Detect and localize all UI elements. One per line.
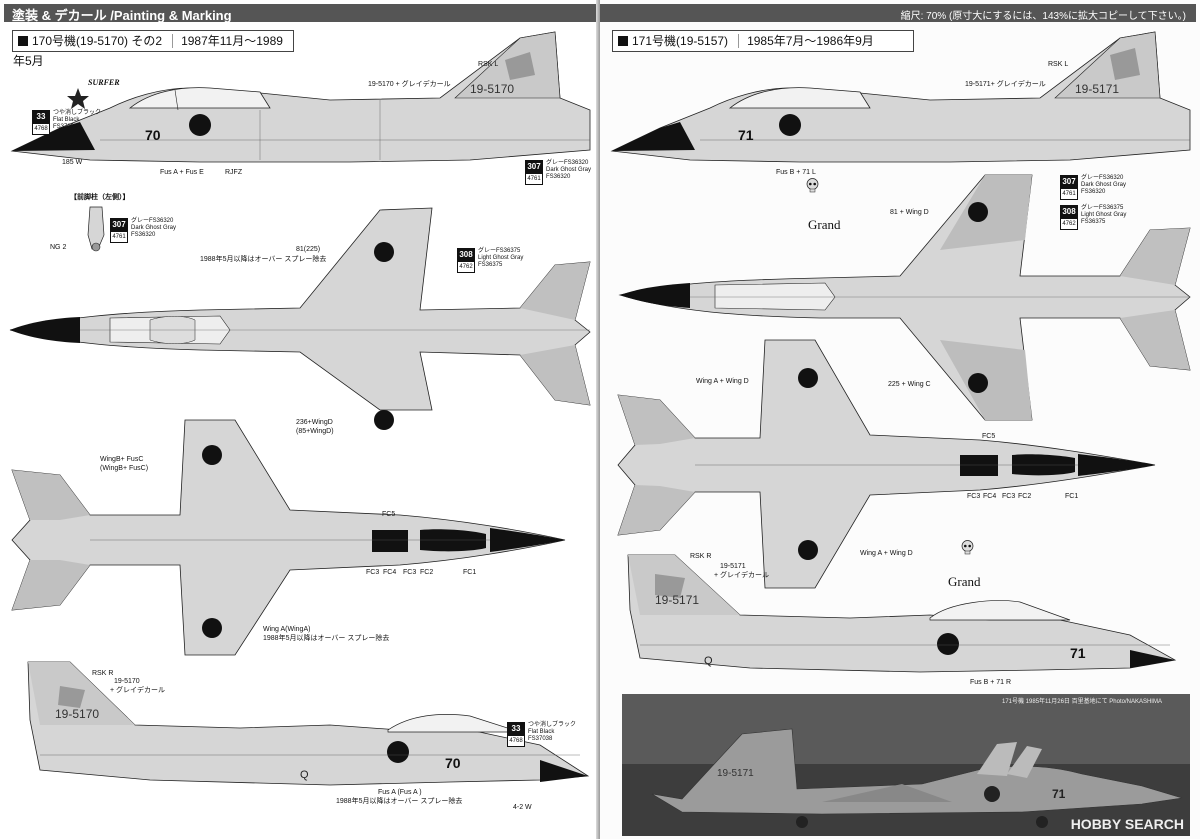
nose-number-right: 70 xyxy=(445,755,461,771)
grand-text-1: Grand xyxy=(808,217,841,232)
section-name: 170号機(19-5170) その2 xyxy=(32,34,163,48)
r-tail-serial-right: 19-5171 xyxy=(655,593,699,607)
r-top-view xyxy=(618,174,1191,421)
r-tail-serial: 19-5171 xyxy=(1075,82,1119,96)
r-side-profile-left-view: 71 19-5171 xyxy=(610,31,1191,163)
surfer-logo: SURFER xyxy=(88,78,120,87)
photo-tail-serial: 19-5171 xyxy=(717,768,754,779)
r-nose-number: 71 xyxy=(738,127,754,143)
r-label-fus-b71l: Fus B + 71 L xyxy=(776,169,816,176)
label-wingd-2: (85+WingD) xyxy=(296,428,334,435)
label-serial-r-2: + グレイデカール xyxy=(110,687,166,694)
section-name-right: 171号機(19-5157) xyxy=(632,34,729,48)
side-profile-left-view: 70 19-5170 xyxy=(10,31,591,163)
r-label-81-wingd: 81 + Wing D xyxy=(890,209,929,216)
label-fc2: FC2 xyxy=(420,569,434,576)
label-fc3b: FC3 xyxy=(403,569,417,576)
nose-gear-detail xyxy=(87,206,105,252)
section-title-right: 171号機(19-5157) 1985年7月～1986年9月 xyxy=(612,30,914,52)
q-marking: Q xyxy=(300,769,309,781)
label-winga-note: 1988年5月以降はオーバー スプレー除去 xyxy=(263,635,390,642)
photo-image: 19-5171 71 xyxy=(622,694,1190,836)
watermark: HOBBY SEARCH xyxy=(1070,816,1184,832)
r-label-wingad: Wing A + Wing D xyxy=(696,378,749,385)
label-winga: Wing A(WingA) xyxy=(263,626,311,633)
r-label-fc4: FC4 xyxy=(983,493,997,500)
label-rjfz: RJFZ xyxy=(225,169,243,176)
bottom-view xyxy=(11,419,566,656)
label-serial-decal: 19-5170 + グレイデカール xyxy=(368,81,451,88)
reference-photo: 19-5171 71 171号機 1985年11月26日 百里基地にて Phot… xyxy=(622,694,1190,836)
label-fc3: FC3 xyxy=(366,569,380,576)
label-42w: 4-2 W xyxy=(513,804,532,811)
star-emblem xyxy=(67,88,89,109)
callout-nose-gear: 【前脚柱（左側）】 xyxy=(70,194,130,201)
side-profile-right-view: 19-5170 70 Q xyxy=(27,661,590,786)
section-marker-right xyxy=(618,36,628,46)
r-label-rsk-l: RSK L xyxy=(1048,61,1069,68)
top-view xyxy=(9,207,591,430)
label-rsk-r: RSK R xyxy=(92,670,114,677)
section-date: 1987年11月～1989年5月 xyxy=(13,34,283,68)
label-fus-ae: Fus A + Fus E xyxy=(160,169,204,176)
label-serial-r-1: 19-5170 xyxy=(114,678,140,685)
label-rsk-l: RSK L xyxy=(478,61,499,68)
label-ng2: NG 2 xyxy=(50,244,67,251)
left-page: 塗装 & デカール /Painting & Marking 170号機(19-5… xyxy=(4,4,596,811)
label-fusa-note: 1988年5月以降はオーバー スプレー除去 xyxy=(336,798,463,805)
label-wingb-1: WingB+ FusC xyxy=(100,456,144,463)
skull-icon-2 xyxy=(961,540,974,555)
r-label-fc1: FC1 xyxy=(1065,493,1079,500)
r-label-fus-b71r: Fus B + 71 R xyxy=(970,679,1012,686)
label-fc1: FC1 xyxy=(463,569,477,576)
r-label-serial-decal: 19-5171+ グレイデカール xyxy=(965,81,1046,88)
r-label-rsk-r: RSK R xyxy=(690,553,712,560)
tail-serial: 19-5170 xyxy=(470,82,514,96)
r-nose-number-right: 71 xyxy=(1070,645,1086,661)
r-side-profile-right-view: 19-5171 71 Q xyxy=(627,554,1177,673)
label-81-note: 1988年5月以降はオーバー スプレー除去 xyxy=(200,256,327,263)
nose-number: 70 xyxy=(145,127,161,143)
label-fusa: Fus A (Fus A ) xyxy=(378,789,422,796)
label-wingb-2: (WingB+ FusC) xyxy=(100,465,149,472)
label-fc5: FC5 xyxy=(382,511,396,518)
r-label-serial-r-2: + グレイデカール xyxy=(714,572,770,579)
r-label-fc5: FC5 xyxy=(982,433,996,440)
grand-text-2: Grand xyxy=(948,574,981,589)
r-label-wingad-2: Wing A + Wing D xyxy=(860,550,913,557)
section-marker xyxy=(18,36,28,46)
r-label-fc2: FC2 xyxy=(1018,493,1032,500)
r-label-fc3: FC3 xyxy=(967,493,981,500)
label-81: 81(225) xyxy=(296,246,321,253)
scale-note: 縮尺: 70% (原寸大にするには、143%に拡大コピーして下さい。) xyxy=(900,11,1186,22)
label-fc4: FC4 xyxy=(383,569,397,576)
right-page: 縮尺: 70% (原寸大にするには、143%に拡大コピーして下さい。) 171号… xyxy=(600,0,1200,839)
page-header-right: 縮尺: 70% (原寸大にするには、143%に拡大コピーして下さい。) xyxy=(600,4,1196,22)
r-label-serial-r-1: 19-5171 xyxy=(720,563,746,570)
photo-caption: 171号機 1985年11月26日 百里基地にて Photo/NAKASHIMA xyxy=(1002,699,1162,705)
page-header: 塗装 & デカール /Painting & Marking xyxy=(4,4,596,23)
header-title: 塗装 & デカール /Painting & Marking xyxy=(12,8,232,23)
tail-serial-right: 19-5170 xyxy=(55,707,99,721)
label-185w: 185 W xyxy=(62,159,83,166)
skull-icon xyxy=(806,178,819,193)
r-bottom-view xyxy=(617,339,1156,589)
r-label-225-wingc: 225 + Wing C xyxy=(888,381,931,388)
label-wingd: 236+WingD xyxy=(296,419,333,426)
photo-nose-number: 71 xyxy=(1052,787,1066,801)
r-q-marking: Q xyxy=(704,655,713,667)
r-label-fc3b: FC3 xyxy=(1002,493,1016,500)
section-date-right: 1985年7月～1986年9月 xyxy=(738,34,874,48)
